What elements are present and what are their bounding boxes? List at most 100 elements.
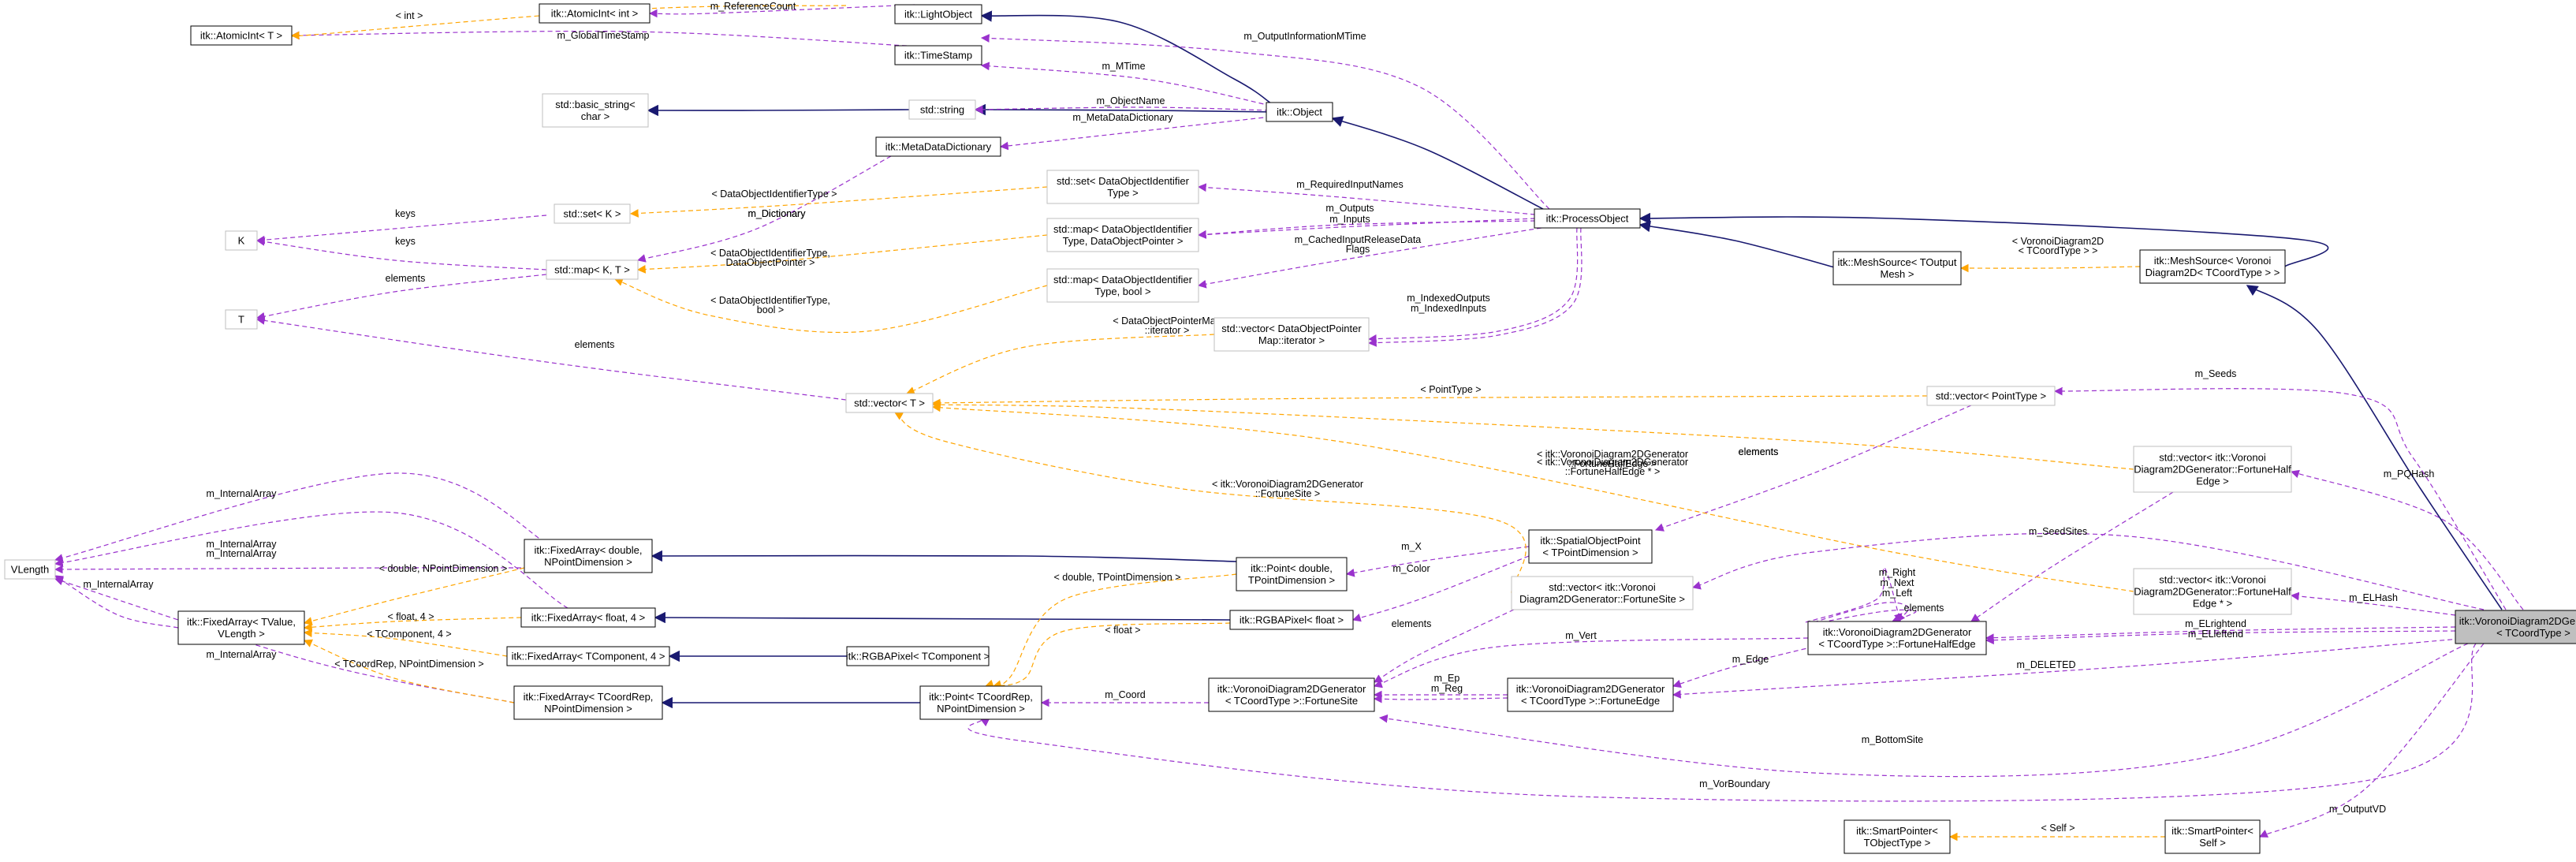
- class-node-label: itk::LightObject: [904, 9, 972, 21]
- class-node[interactable]: itk::Object: [1266, 102, 1333, 122]
- class-node[interactable]: std::vector< itk::VoronoiDiagram2DGenera…: [2133, 446, 2292, 493]
- class-node[interactable]: itk::SpatialObjectPoint< TPointDimension…: [1528, 529, 1653, 564]
- class-node[interactable]: itk::VoronoiDiagram2DGenerator< TCoordTy…: [1807, 621, 1987, 655]
- edge-label: m_Next: [1880, 577, 1914, 588]
- edge-label: m_Outputs: [1325, 203, 1374, 214]
- edge-label: < DataObjectIdentifierType,: [710, 295, 830, 306]
- usage-edge: [1374, 609, 1515, 683]
- class-node[interactable]: itk::SmartPointer<Self >: [2164, 819, 2261, 854]
- class-node-label: std::vector< PointType >: [1936, 390, 2046, 402]
- class-node[interactable]: itk::SmartPointer<TObjectType >: [1843, 819, 1951, 854]
- class-node[interactable]: std::basic_string<char >: [542, 93, 649, 128]
- class-node[interactable]: itk::Point< TCoordRep,NPointDimension >: [919, 685, 1042, 720]
- class-node-label: std::vector< itk::Voronoi: [1549, 581, 1656, 593]
- usage-edge: [255, 237, 547, 271]
- class-node[interactable]: std::vector< T >: [845, 393, 934, 413]
- edge-label-continuation: DataObjectPointer >: [726, 257, 815, 268]
- edge-label: elements: [1904, 603, 1944, 614]
- class-node[interactable]: itk::FixedArray< float, 4 >: [520, 607, 656, 628]
- class-node-box: [1236, 557, 1348, 591]
- class-node-box: [1046, 170, 1199, 204]
- class-node[interactable]: std::set< K >: [554, 203, 631, 224]
- template-edge: [629, 186, 1048, 218]
- edge-label: < TComponent, 4 >: [367, 629, 451, 640]
- edge-label: keys: [395, 236, 416, 247]
- class-node-label: itk::SmartPointer<: [2172, 825, 2254, 837]
- edge-label: m_Color: [1392, 563, 1430, 574]
- inherit-edge: [654, 611, 1231, 624]
- class-node-box: [546, 259, 639, 280]
- inherit-edge: [1331, 116, 1544, 210]
- class-node-label: itk::AtomicInt< int >: [551, 8, 639, 20]
- usage-edge: [1373, 637, 1809, 688]
- class-node[interactable]: std::map< DataObjectIdentifierType, Data…: [1046, 218, 1199, 252]
- class-node[interactable]: T: [225, 309, 258, 330]
- edge-label-continuation: bool >: [757, 304, 784, 315]
- usage-edge: [1970, 491, 2174, 622]
- inherit-edge: [2246, 285, 2503, 610]
- class-node-label: itk::FixedArray< TValue,: [187, 616, 296, 628]
- class-node[interactable]: itk::TimeStamp: [894, 45, 982, 65]
- class-node[interactable]: itk::FixedArray< double,NPointDimension …: [524, 539, 653, 573]
- template-edge: [303, 629, 508, 657]
- class-node-box: [1807, 621, 1987, 655]
- edge-label: m_PQHash: [2384, 468, 2435, 480]
- class-node-label: std::map< K, T >: [554, 264, 630, 276]
- edge-label: m_RequiredInputNames: [1296, 179, 1404, 190]
- class-node[interactable]: itk::FixedArray< TComponent, 4 >: [506, 646, 670, 666]
- class-node-box: [225, 230, 258, 251]
- class-node[interactable]: K: [225, 230, 258, 251]
- class-node[interactable]: std::vector< DataObjectPointerMap::itera…: [1213, 317, 1370, 352]
- edge-label: m_ReferenceCount: [710, 1, 796, 12]
- class-node[interactable]: std::vector< PointType >: [1926, 386, 2056, 406]
- edge-label: m_Right: [1879, 567, 1916, 578]
- class-node[interactable]: itk::VoronoiDiagram2DGenerator< TCoordTy…: [2455, 610, 2576, 644]
- class-node[interactable]: itk::MeshSource< VoronoiDiagram2D< TCoor…: [2139, 249, 2286, 284]
- class-node[interactable]: std::vector< itk::VoronoiDiagram2DGenera…: [1511, 576, 1694, 610]
- class-node-box: [894, 4, 982, 24]
- class-node-box: [2164, 819, 2261, 854]
- class-node[interactable]: itk::MetaDataDictionary: [875, 136, 1001, 157]
- class-node[interactable]: std::set< DataObjectIdentifierType >: [1046, 170, 1199, 204]
- class-node-label: Self >: [2199, 837, 2226, 849]
- class-node-label: itk::FixedArray< TComponent, 4 >: [512, 651, 665, 662]
- class-node[interactable]: std::vector< itk::VoronoiDiagram2DGenera…: [2133, 568, 2292, 615]
- edge-label: m_Dictionary: [748, 208, 807, 219]
- class-node[interactable]: itk::LightObject: [894, 4, 982, 24]
- edge-label: < PointType >: [1420, 384, 1481, 395]
- usage-edge: [1805, 567, 1903, 623]
- class-node-box: [1528, 529, 1653, 564]
- usage-edge: [54, 472, 553, 562]
- class-node[interactable]: std::map< K, T >: [546, 259, 639, 280]
- class-node-label: std::basic_string<: [555, 99, 636, 110]
- template-edge: [304, 639, 515, 703]
- class-node[interactable]: itk::Point< double,TPointDimension >: [1236, 557, 1348, 591]
- class-node-label: < TCoordType >::FortuneSite: [1225, 695, 1358, 707]
- class-node[interactable]: std::string: [908, 99, 976, 120]
- class-node-label: < TPointDimension >: [1542, 547, 1638, 558]
- edge-label: m_CachedInputReleaseData: [1295, 234, 1422, 245]
- class-node[interactable]: itk::FixedArray< TCoordRep,NPointDimensi…: [513, 685, 663, 720]
- class-node-box: [177, 610, 305, 645]
- class-node[interactable]: itk::VoronoiDiagram2DGenerator< TCoordTy…: [1507, 677, 1674, 712]
- class-node[interactable]: std::map< DataObjectIdentifierType, bool…: [1046, 268, 1199, 303]
- class-node-box: [190, 25, 293, 46]
- class-node[interactable]: itk::AtomicInt< T >: [190, 25, 293, 46]
- edge-label: m_MetaDataDictionary: [1072, 112, 1173, 123]
- usage-edge: [1672, 646, 1814, 688]
- edge-label: < TCoordRep, NPointDimension >: [334, 659, 483, 670]
- class-node[interactable]: itk::RGBAPixel< TComponent >: [846, 646, 990, 666]
- class-node-box: [1229, 610, 1354, 630]
- class-node[interactable]: itk::AtomicInt< int >: [539, 3, 651, 24]
- class-node-label: itk::VoronoiDiagram2DGenerator: [1217, 683, 1366, 695]
- template-edge: [303, 617, 522, 632]
- class-node[interactable]: itk::FixedArray< TValue,VLength >: [177, 610, 305, 645]
- class-node[interactable]: VLength: [4, 559, 56, 580]
- edge-label-continuation: ::FortuneHalfEdge >: [1568, 458, 1657, 469]
- template-edge: [613, 278, 1048, 334]
- class-node[interactable]: itk::VoronoiDiagram2DGenerator< TCoordTy…: [1208, 677, 1375, 712]
- class-node[interactable]: itk::RGBAPixel< float >: [1229, 610, 1354, 630]
- template-edge: [931, 403, 2134, 592]
- class-node[interactable]: itk::ProcessObject: [1534, 208, 1641, 229]
